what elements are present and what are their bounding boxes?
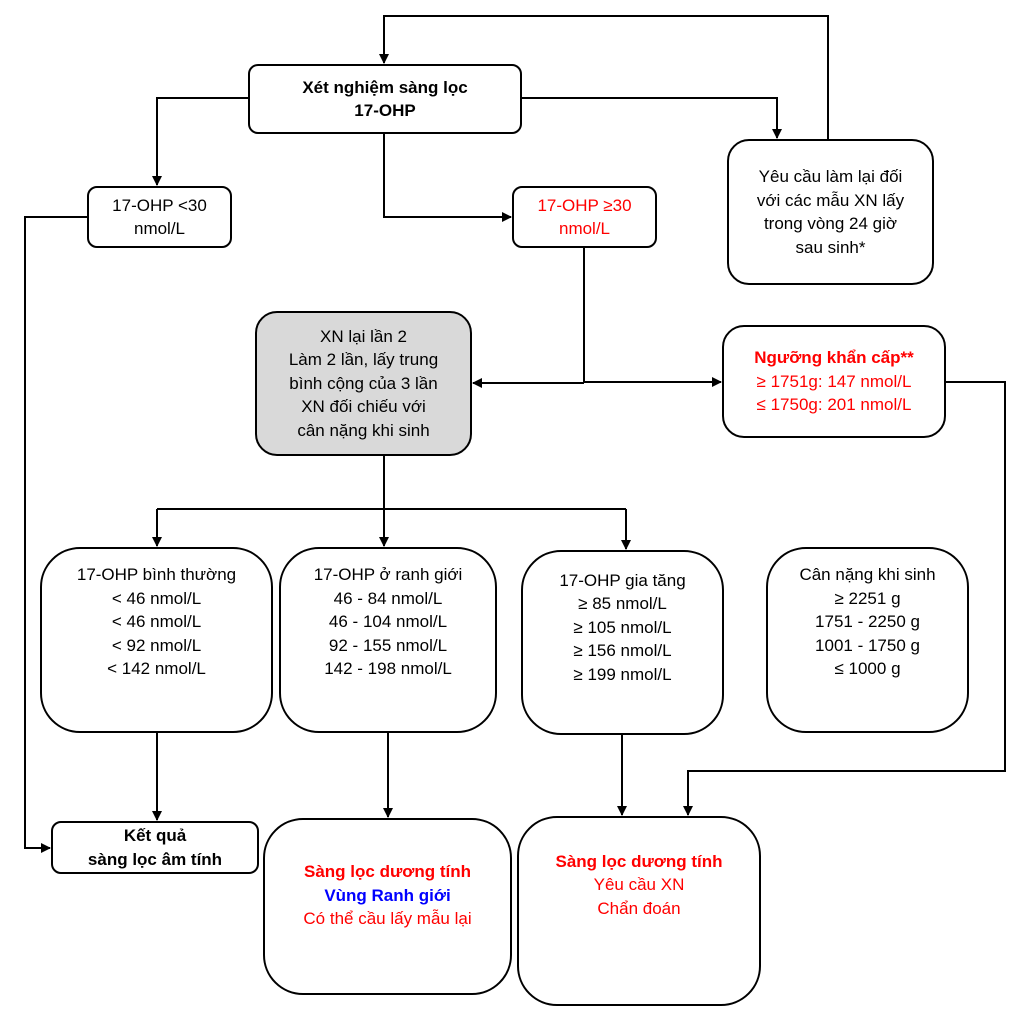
high-result-box: 17-OHP ≥30 nmol/L <box>512 186 657 248</box>
borderline-line: 92 - 155 nmol/L <box>328 635 448 655</box>
resample-line: sau sinh* <box>795 237 866 257</box>
normal-line: < 46 nmol/L <box>111 588 202 608</box>
positive-border-line3: Có thể cầu lấy mẫu lại <box>303 909 472 929</box>
resample-box: Yêu cầu làm lại đối với các mẫu XN lấy t… <box>727 139 934 285</box>
retest-box: XN lại lần 2 Làm 2 lần, lấy trung bình c… <box>255 311 472 456</box>
elevated-line: ≥ 156 nmol/L <box>573 641 672 661</box>
arrow-to-high <box>383 134 512 222</box>
urgent-line: ≤ 1750g: 201 nmol/L <box>756 395 912 415</box>
positive-line2: Yêu cầu XN <box>593 875 685 895</box>
retest-line: bình cộng của 3 lần <box>289 373 438 393</box>
positive-line1: Sàng lọc dương tính <box>555 851 723 871</box>
borderline-line: 46 - 84 nmol/L <box>333 588 443 608</box>
retest-line: XN lại lần 2 <box>320 326 407 346</box>
normal-line: < 46 nmol/L <box>111 612 202 632</box>
elevated-line: ≥ 199 nmol/L <box>573 664 672 684</box>
low-line2: nmol/L <box>133 219 186 238</box>
retest-line: XN đối chiếu với <box>301 397 426 417</box>
normal-title: 17-OHP bình thường <box>76 565 237 585</box>
loop-arrow <box>379 15 829 139</box>
borderline-title: 17-OHP ở ranh giới <box>313 565 463 585</box>
arrow-to-resample <box>522 97 782 139</box>
birth-weight-box: Cân nặng khi sinh ≥ 2251 g 1751 - 2250 g… <box>766 547 969 733</box>
urgent-title: Ngưỡng khẩn cấp** <box>754 348 914 368</box>
elevated-line: ≥ 85 nmol/L <box>578 594 667 614</box>
weight-line: 1001 - 1750 g <box>815 635 920 655</box>
weight-line: 1751 - 2250 g <box>815 612 920 632</box>
low-result-box: 17-OHP <30 nmol/L <box>87 186 232 248</box>
positive-result-box: Sàng lọc dương tính Yêu cầu XN Chẩn đoán <box>517 816 761 1006</box>
normal-line: < 142 nmol/L <box>107 659 206 679</box>
negative-line2: sàng lọc âm tính <box>87 849 223 869</box>
borderline-line: 142 - 198 nmol/L <box>324 659 452 679</box>
resample-line: với các mẫu XN lấy <box>756 190 905 210</box>
resample-line: trong vòng 24 giờ <box>763 214 898 233</box>
high-line2: nmol/L <box>558 219 611 238</box>
arrow-to-low <box>152 97 248 186</box>
resample-line: Yêu cầu làm lại đối <box>758 167 903 186</box>
arrow-low-to-negative <box>24 216 87 853</box>
elevated-box: 17-OHP gia tăng ≥ 85 nmol/L ≥ 105 nmol/L… <box>521 550 724 735</box>
retest-line: cân nặng khi sinh <box>297 420 430 440</box>
weight-title: Cân nặng khi sinh <box>799 565 936 585</box>
normal-box: 17-OHP bình thường < 46 nmol/L < 46 nmol… <box>40 547 273 733</box>
weight-line: ≥ 2251 g <box>834 588 901 608</box>
screening-line2: 17-OHP <box>354 101 416 120</box>
retest-line: Làm 2 lần, lấy trung <box>288 350 439 370</box>
elevated-line: ≥ 105 nmol/L <box>573 617 672 637</box>
weight-line: ≤ 1000 g <box>834 659 901 679</box>
positive-border-line1: Sàng lọc dương tính <box>304 862 471 882</box>
urgent-line: ≥ 1751g: 147 nmol/L <box>756 371 912 391</box>
high-line1: 17-OHP ≥30 <box>537 195 632 215</box>
screening-line1: Xét nghiệm sàng lọc <box>302 77 468 97</box>
positive-border-line2: Vùng Ranh giới <box>324 885 451 905</box>
positive-line3: Chẩn đoán <box>597 898 681 918</box>
elevated-title: 17-OHP gia tăng <box>559 570 686 590</box>
low-line1: 17-OHP <30 <box>112 195 207 215</box>
screening-box: Xét nghiệm sàng lọc 17-OHP <box>248 64 522 134</box>
negative-line1: Kết quả <box>123 825 187 845</box>
borderline-line: 46 - 104 nmol/L <box>328 612 448 632</box>
negative-result-box: Kết quả sàng lọc âm tính <box>51 821 259 874</box>
arrow-urgent-to-positive <box>683 381 1006 816</box>
borderline-box: 17-OHP ở ranh giới 46 - 84 nmol/L 46 - 1… <box>279 547 497 733</box>
urgent-threshold-box: Ngưỡng khẩn cấp** ≥ 1751g: 147 nmol/L ≤ … <box>722 325 946 438</box>
positive-borderline-box: Sàng lọc dương tính Vùng Ranh giới Có th… <box>263 818 512 995</box>
normal-line: < 92 nmol/L <box>111 635 202 655</box>
